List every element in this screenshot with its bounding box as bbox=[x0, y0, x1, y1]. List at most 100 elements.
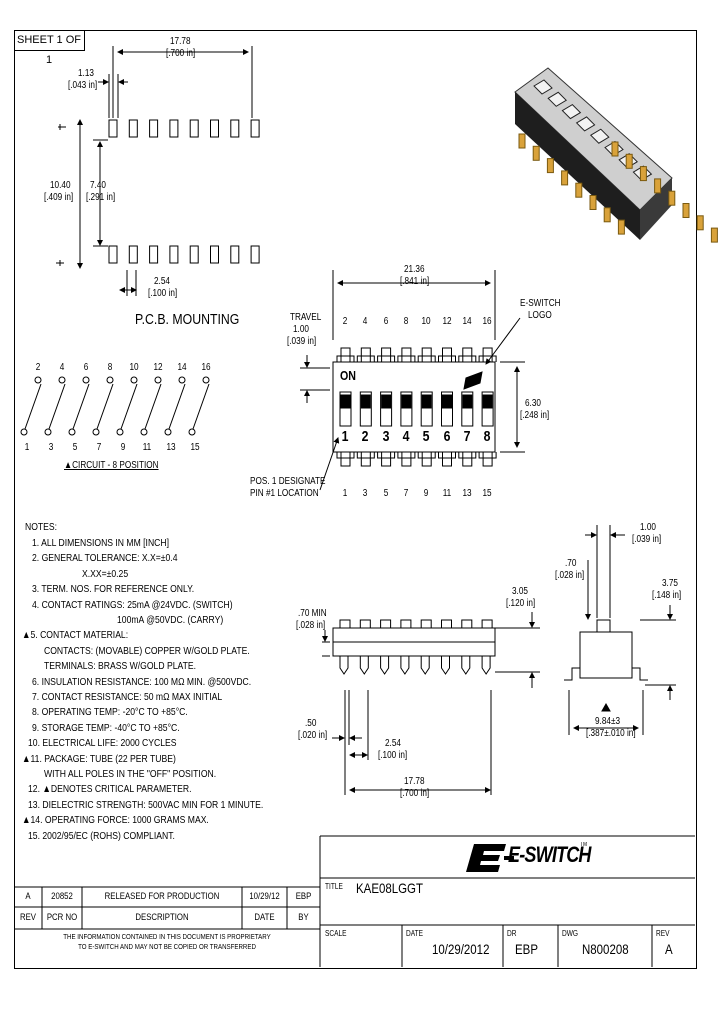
top-view-top-pin: 14 bbox=[462, 316, 472, 327]
front-dim-min: .70 MIN bbox=[298, 608, 327, 619]
top-view-pin-top bbox=[397, 347, 416, 362]
front-dim-min-in: [.028 in] bbox=[296, 620, 326, 631]
top-view-pin-top bbox=[417, 347, 436, 362]
pcb-pad-top bbox=[250, 119, 260, 138]
circuit-top-pin: 14 bbox=[177, 362, 187, 373]
pcb-pad-bottom bbox=[128, 245, 138, 264]
top-view-bottom-pin: 13 bbox=[462, 488, 472, 499]
drawing-border bbox=[14, 30, 697, 969]
iso-pin bbox=[575, 182, 583, 198]
rev-row-desc: RELEASED FOR PRODUCTION bbox=[104, 891, 220, 902]
front-dim-total: 17.78 bbox=[404, 776, 425, 787]
pcb-dim-row-inner: 7.40 bbox=[90, 180, 106, 191]
circuit-bottom-pin: 15 bbox=[190, 442, 200, 453]
rev-row-pcr: 20852 bbox=[51, 891, 73, 902]
side-dim-width-in: [.387±.010 in] bbox=[586, 728, 636, 739]
top-view-pin-top bbox=[336, 347, 355, 362]
front-view-actuator bbox=[400, 619, 412, 629]
e-switch-logo bbox=[466, 844, 514, 872]
rev-value: A bbox=[665, 941, 673, 957]
circuit-top-pin: 2 bbox=[35, 362, 41, 373]
front-view-actuator bbox=[420, 619, 432, 629]
pcb-pad-bottom bbox=[250, 245, 260, 264]
circuit-bottom-pin: 11 bbox=[142, 442, 152, 453]
front-view-pin bbox=[461, 656, 471, 675]
circuit-diagram bbox=[20, 376, 210, 436]
note-line: 1. ALL DIMENSIONS IN MM [INCH] bbox=[32, 537, 169, 549]
top-view-switch-number: 1 bbox=[341, 428, 349, 445]
scale-label: SCALE bbox=[325, 929, 347, 938]
notes-heading: NOTES: bbox=[25, 521, 58, 533]
front-dim-pin: .50 bbox=[305, 718, 317, 729]
pcb-pad-top bbox=[169, 119, 179, 138]
disclaimer-2: TO E-SWITCH AND MAY NOT BE COPIED OR TRA… bbox=[78, 942, 256, 951]
front-view-actuator bbox=[441, 619, 452, 629]
iso-switch-slot bbox=[547, 91, 568, 107]
top-view-switch-number: 6 bbox=[443, 428, 450, 445]
iso-pin bbox=[617, 219, 625, 235]
pcb-pad-bottom bbox=[149, 245, 159, 264]
top-view-switch-slot bbox=[420, 391, 433, 427]
rev-row-by: EBP bbox=[295, 891, 312, 902]
top-view-pin-top bbox=[458, 347, 477, 362]
front-view-actuator bbox=[461, 619, 473, 629]
top-view-switch-number: 2 bbox=[361, 428, 369, 445]
disclaimer-1: THE INFORMATION CONTAINED IN THIS DOCUME… bbox=[63, 932, 271, 941]
pcb-pad-bottom bbox=[108, 245, 118, 264]
dwg-label: DWG bbox=[562, 929, 579, 938]
circuit-contact-top bbox=[130, 376, 138, 384]
side-dim-act: .70 bbox=[565, 558, 577, 569]
title-value: KAE08LGGT bbox=[356, 880, 423, 896]
travel-dim: 1.00 bbox=[293, 324, 309, 335]
iso-pin bbox=[696, 215, 704, 231]
iso-pin bbox=[625, 153, 633, 169]
logo-label-1: E-SWITCH bbox=[520, 298, 561, 309]
iso-switch-slot bbox=[533, 79, 553, 95]
top-height-dim-in: [.248 in] bbox=[520, 410, 550, 421]
iso-pin bbox=[654, 178, 662, 194]
circuit-bottom-pin: 3 bbox=[48, 442, 54, 453]
front-dim-height: 3.05 bbox=[512, 586, 528, 597]
top-view-pin-top bbox=[478, 347, 497, 362]
dwg-value: N800208 bbox=[582, 941, 629, 957]
pcb-mounting-title: P.C.B. MOUNTING bbox=[135, 311, 240, 328]
note-line: 8. OPERATING TEMP: -20°C TO +85°C. bbox=[32, 706, 188, 719]
title-block-lines bbox=[14, 835, 695, 967]
top-view-top-pin: 4 bbox=[363, 316, 368, 327]
top-view-switch-actuator bbox=[381, 394, 392, 409]
circuit-top-pin: 12 bbox=[153, 362, 163, 373]
pcb-pad-bottom bbox=[230, 245, 240, 264]
side-dim-height: 3.75 bbox=[662, 578, 678, 589]
note-line: 7. CONTACT RESISTANCE: 50 mΩ MAX INITIAL bbox=[32, 691, 223, 703]
pcb-pad-bottom bbox=[189, 245, 199, 264]
rev-label: REV bbox=[656, 929, 670, 938]
on-label: ON bbox=[340, 368, 356, 383]
top-view-bottom-pin: 11 bbox=[442, 488, 451, 499]
circuit-switch-lever bbox=[192, 383, 210, 430]
pcb-dim-row-inner-in: [.291 in] bbox=[86, 192, 116, 203]
circuit-contact-bottom bbox=[20, 428, 28, 436]
pos1-label-2: PIN #1 LOCATION bbox=[250, 488, 319, 499]
note-line: X.XX=±0.25 bbox=[82, 567, 129, 580]
front-view-actuator bbox=[481, 619, 493, 629]
iso-pin bbox=[639, 166, 647, 182]
circuit-switch-lever bbox=[120, 383, 138, 430]
rev-row-date: 10/29/12 bbox=[249, 891, 280, 902]
top-view-top-pin: 12 bbox=[441, 316, 452, 327]
pcb-dim-total: 17.78 bbox=[170, 36, 191, 47]
top-view-pin-bottom bbox=[478, 452, 497, 467]
dr-label: DR bbox=[507, 929, 517, 938]
travel-label: TRAVEL bbox=[290, 312, 322, 323]
front-view-actuator bbox=[359, 619, 371, 629]
side-dim-act-in: [.028 in] bbox=[555, 570, 585, 581]
top-view-pin-bottom bbox=[458, 452, 477, 467]
circuit-contact-bottom bbox=[140, 428, 148, 436]
front-dim-total-in: [.700 in] bbox=[400, 788, 430, 799]
front-dim-pin-in: [.020 in] bbox=[298, 730, 328, 741]
top-dim-width-in: [.841 in] bbox=[400, 276, 430, 287]
note-line: 4. CONTACT RATINGS: 25mA @24VDC. (SWITCH… bbox=[32, 598, 233, 611]
iso-pin bbox=[546, 158, 554, 174]
top-view-pin-bottom bbox=[417, 452, 436, 467]
iso-pin bbox=[668, 190, 676, 206]
pos1-label-1: POS. 1 DESIGNATE bbox=[250, 476, 326, 487]
